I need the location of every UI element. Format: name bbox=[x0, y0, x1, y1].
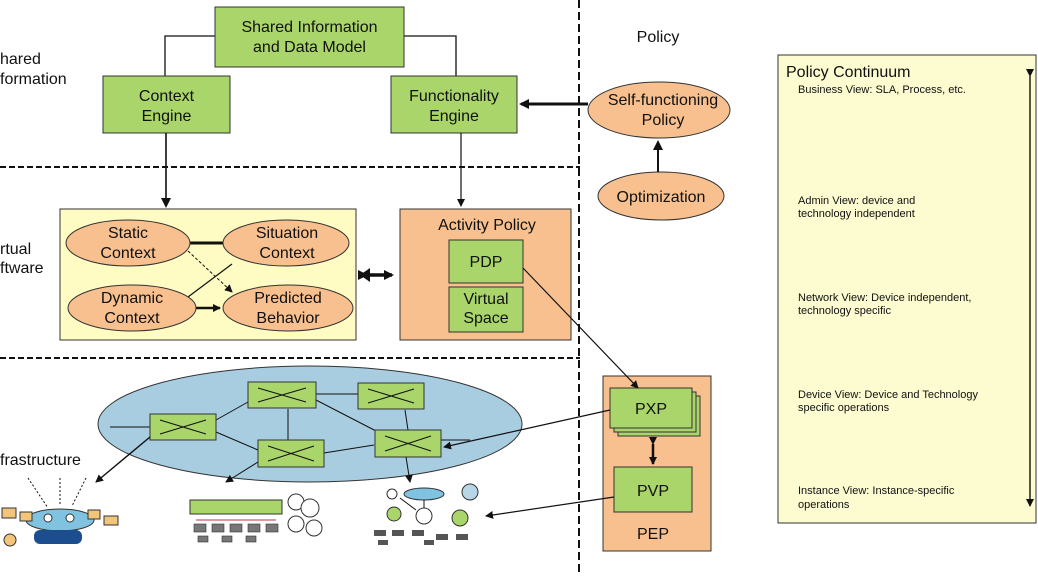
shared-data-model-line1: Shared Information bbox=[241, 19, 377, 36]
admin-view-line1: Admin View: device and bbox=[798, 195, 915, 207]
pep-label: PEP bbox=[637, 526, 669, 543]
situation-context-line2: Context bbox=[259, 245, 315, 262]
network-view-line1: Network View: Device independent, bbox=[798, 292, 971, 304]
context-engine-box: Context Engine bbox=[102, 75, 231, 134]
arrow-pdp-to-pxp bbox=[522, 267, 639, 389]
device-cluster-left-icon bbox=[1, 477, 119, 547]
situation-context-ellipse: Situation Context bbox=[222, 219, 350, 267]
policy-heading: Policy bbox=[637, 29, 680, 46]
router-icon-2 bbox=[247, 381, 317, 409]
pvp-box: PVP bbox=[613, 466, 693, 513]
admin-view-line2: technology independent bbox=[798, 208, 915, 220]
static-context-ellipse: Static Context bbox=[65, 219, 191, 267]
dynamic-context-line2: Context bbox=[104, 310, 160, 327]
layer-label-shared-2: formation bbox=[0, 71, 67, 88]
link-dynamic-situation bbox=[187, 263, 233, 298]
device-cluster-right-icon bbox=[374, 483, 479, 545]
layer-label-virtual-1: rtual bbox=[0, 241, 31, 258]
shared-data-model-line2: and Data Model bbox=[253, 39, 366, 56]
situation-context-line1: Situation bbox=[256, 225, 318, 242]
device-cluster-center-icon bbox=[189, 493, 323, 543]
pdp-label: PDP bbox=[470, 254, 503, 271]
functionality-engine-line1: Functionality bbox=[409, 88, 499, 105]
router-icon-4 bbox=[257, 439, 325, 468]
business-view-line1: Business View: SLA, Process, etc. bbox=[798, 84, 966, 96]
predicted-behavior-line1: Predicted bbox=[254, 290, 322, 307]
arrow-pvp-to-devices bbox=[485, 496, 615, 519]
pxp-label: PXP bbox=[635, 401, 667, 418]
policy-continuum-panel bbox=[777, 54, 1037, 524]
arrow-cloud-to-cluster-right bbox=[404, 456, 413, 483]
pdp-box: PDP bbox=[448, 239, 524, 284]
connector-shared-functionality bbox=[404, 35, 457, 76]
activity-policy-label: Activity Policy bbox=[438, 217, 536, 234]
layer-label-infrastructure: frastructure bbox=[0, 452, 81, 469]
pxp-box: PXP bbox=[609, 387, 693, 429]
context-engine-line1: Context bbox=[139, 88, 195, 105]
link-static-predicted bbox=[187, 250, 233, 293]
virtual-space-line2: Space bbox=[463, 310, 508, 327]
dynamic-context-ellipse: Dynamic Context bbox=[67, 284, 197, 332]
context-engine-line2: Engine bbox=[142, 108, 192, 125]
router-icon-3 bbox=[357, 382, 425, 410]
virtual-space-line1: Virtual bbox=[463, 291, 508, 308]
arrow-head-left bbox=[360, 268, 370, 282]
instance-view-line1: Instance View: Instance-specific bbox=[798, 485, 955, 497]
device-view-line1: Device View: Device and Technology bbox=[798, 389, 978, 401]
predicted-behavior-line2: Behavior bbox=[256, 310, 320, 327]
self-functioning-line2: Policy bbox=[642, 112, 685, 129]
arrow-pxp-to-network bbox=[443, 409, 611, 450]
network-links bbox=[110, 393, 470, 454]
self-functioning-line1: Self-functioning bbox=[608, 92, 718, 109]
policy-continuum-title: Policy Continuum bbox=[786, 64, 911, 81]
network-view-line2: technology specific bbox=[798, 305, 891, 317]
dynamic-context-line1: Dynamic bbox=[101, 290, 163, 307]
predicted-behavior-ellipse: Predicted Behavior bbox=[222, 284, 354, 332]
device-view-line2: specific operations bbox=[798, 402, 890, 414]
self-functioning-policy-ellipse: Self-functioning Policy bbox=[587, 81, 731, 139]
instance-view-line2: operations bbox=[798, 499, 850, 511]
router-icon-5 bbox=[374, 429, 442, 458]
arrow-cloud-to-cluster-left bbox=[95, 436, 151, 483]
optimization-label: Optimization bbox=[617, 189, 706, 206]
connector-shared-context bbox=[164, 35, 215, 76]
static-context-line1: Static bbox=[108, 225, 148, 242]
shared-data-model-box: Shared Information and Data Model bbox=[214, 6, 405, 68]
optimization-ellipse: Optimization bbox=[597, 171, 725, 221]
router-icon-1 bbox=[149, 413, 217, 441]
functionality-engine-box: Functionality Engine bbox=[390, 75, 518, 134]
arrow-cloud-to-cluster-center bbox=[225, 461, 259, 483]
static-context-line2: Context bbox=[100, 245, 156, 262]
layer-label-shared-1: hared bbox=[0, 51, 41, 68]
pvp-label: PVP bbox=[637, 483, 669, 500]
virtual-space-box: Virtual Space bbox=[448, 286, 524, 333]
functionality-engine-line2: Engine bbox=[429, 108, 479, 125]
layer-label-virtual-2: ftware bbox=[0, 260, 44, 277]
